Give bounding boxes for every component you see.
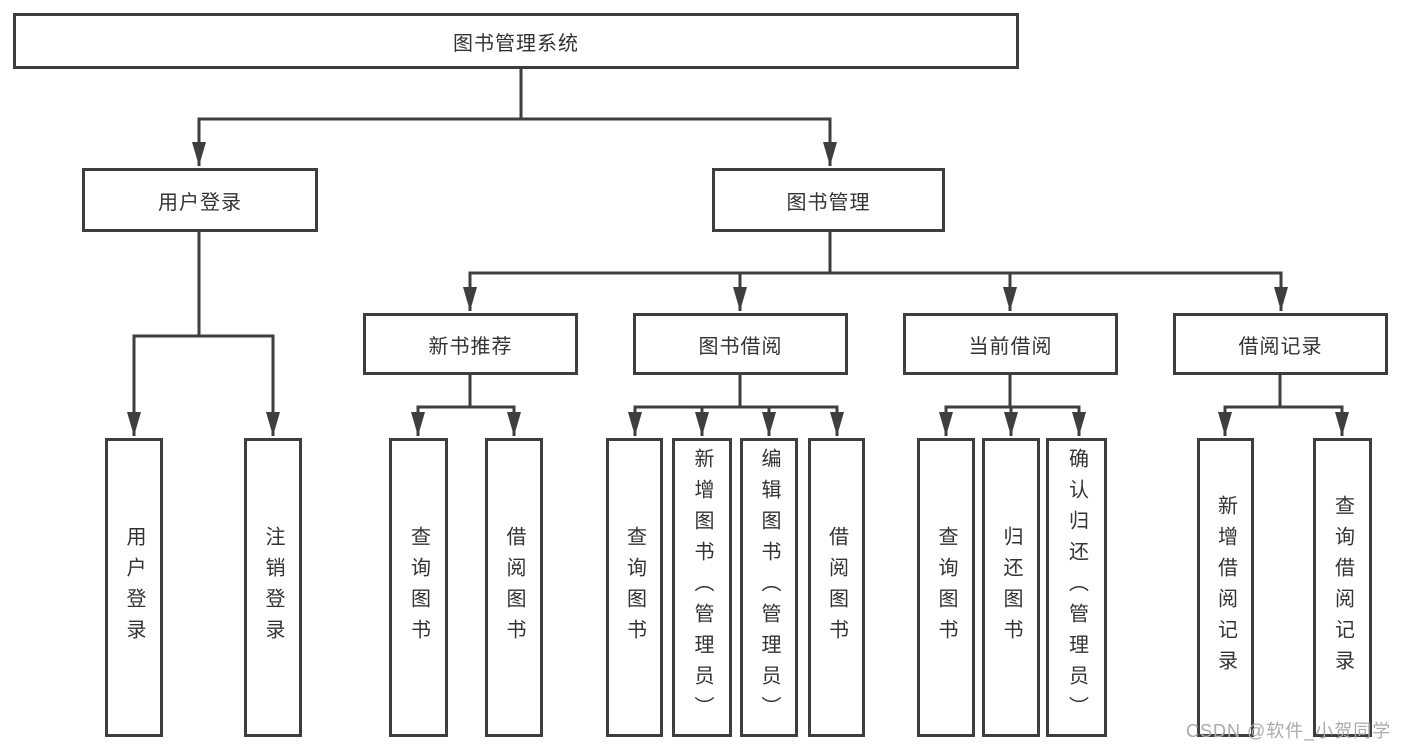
- connector-new-book-children: [411, 375, 521, 436]
- node-leaf-query-borrow-record: 查询借阅记录: [1313, 438, 1372, 737]
- node-label: 借阅记录: [1238, 335, 1323, 358]
- node-book-management: 图书管理: [712, 168, 945, 232]
- node-label: 新书推荐: [428, 335, 513, 358]
- connector-book-borrow-children: [628, 375, 844, 436]
- node-label: 归还图书: [1000, 525, 1022, 650]
- node-label: 查询借阅记录: [1331, 494, 1354, 681]
- node-user-login: 用户登录: [82, 168, 318, 232]
- connector-root-to-level2: [192, 69, 837, 166]
- node-label: 查询图书: [407, 525, 430, 650]
- node-leaf-return-books: 归还图书: [982, 438, 1040, 737]
- node-book-borrowing: 图书借阅: [633, 313, 848, 375]
- node-label: 确认归还（管理员）: [1065, 448, 1088, 727]
- node-label: 图书管理系统: [453, 32, 579, 55]
- connector-current-borrow-children: [939, 375, 1086, 436]
- node-leaf-edit-books-admin: 编辑图书（管理员）: [740, 438, 798, 737]
- node-leaf-query-books-current: 查询图书: [917, 438, 975, 737]
- node-label: 当前借阅: [968, 335, 1053, 358]
- node-leaf-add-books-admin: 新增图书（管理员）: [672, 438, 732, 737]
- node-label: 借阅图书: [825, 525, 848, 650]
- node-library-system: 图书管理系统: [13, 13, 1019, 69]
- node-label: 新增借阅记录: [1214, 494, 1237, 681]
- node-label: 用户登录: [158, 191, 242, 214]
- watermark: CSDN @软件_小贺同学: [1186, 721, 1392, 741]
- node-leaf-borrow-books: 借阅图书: [808, 438, 865, 737]
- node-new-book-recommend: 新书推荐: [363, 313, 578, 375]
- connector-user-login-children: [127, 232, 280, 436]
- node-label: 用户登录: [123, 525, 145, 650]
- node-leaf-add-borrow-record: 新增借阅记录: [1197, 438, 1254, 737]
- node-label: 图书管理: [786, 191, 871, 214]
- node-label: 图书借阅: [698, 335, 783, 358]
- node-label: 查询图书: [623, 525, 646, 650]
- connector-borrow-records-children: [1218, 375, 1349, 436]
- node-label: 查询图书: [935, 525, 957, 650]
- node-label: 注销登录: [262, 525, 284, 650]
- node-current-borrowing: 当前借阅: [903, 313, 1118, 375]
- connector-book-management-children: [463, 232, 1288, 311]
- node-leaf-user-login: 用户登录: [105, 438, 163, 737]
- node-leaf-query-books-borrow: 查询图书: [606, 438, 663, 737]
- node-leaf-logout: 注销登录: [244, 438, 302, 737]
- node-borrowing-records: 借阅记录: [1173, 313, 1388, 375]
- node-leaf-query-books-recommend: 查询图书: [389, 438, 448, 737]
- node-label: 借阅图书: [503, 525, 525, 650]
- node-label: 编辑图书（管理员）: [758, 448, 780, 727]
- node-label: 新增图书（管理员）: [691, 448, 713, 727]
- node-leaf-confirm-return-admin: 确认归还（管理员）: [1046, 438, 1107, 737]
- node-leaf-borrow-books-recommend: 借阅图书: [485, 438, 543, 737]
